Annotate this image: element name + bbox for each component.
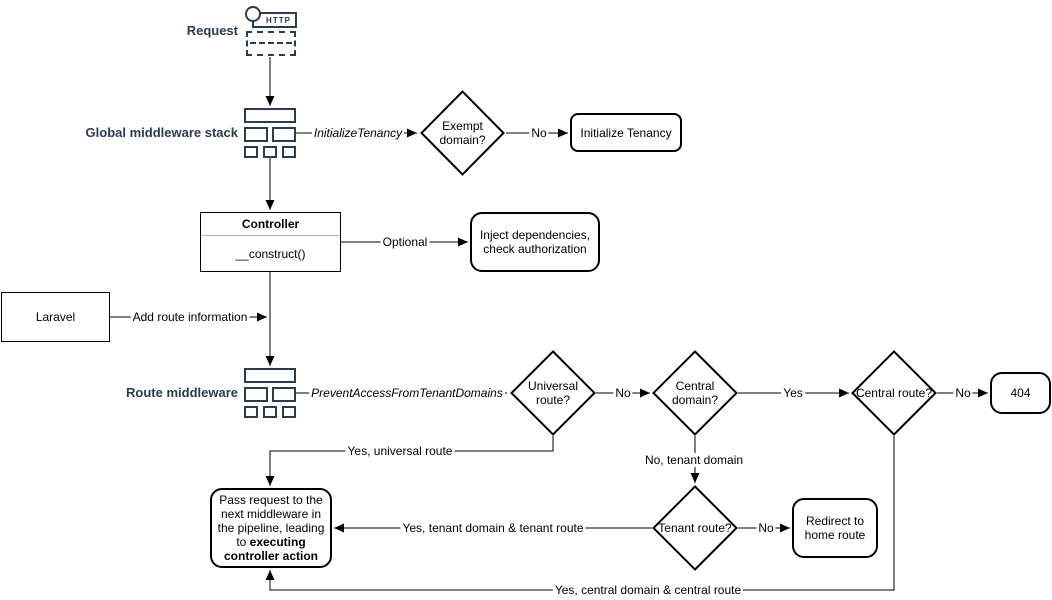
request-circle-glyph: [245, 6, 261, 22]
edge-label-tenant-yes: Yes, tenant domain & tenant route: [400, 521, 586, 535]
controller-title: Controller: [201, 213, 340, 236]
universal-route-decision: Universal route?: [510, 350, 596, 436]
pass-request-text: Pass request to the next middleware in t…: [217, 493, 325, 549]
central-route-text: Central route?: [855, 386, 933, 400]
central-domain-decision: Central domain?: [652, 350, 738, 436]
controller-method: __construct(): [235, 247, 306, 261]
controller-node: Controller __construct(): [200, 212, 341, 272]
edge-label-optional: Optional: [380, 235, 430, 249]
global-middleware-label: Global middleware stack: [85, 125, 238, 140]
edge-label-tenant-no: No: [756, 521, 776, 535]
request-label: Request: [186, 23, 238, 38]
redirect-home-node: Redirect to home route: [792, 498, 878, 558]
edge-label-prevent-access: PreventAccessFromTenantDomains: [309, 386, 505, 400]
exempt-domain-decision: Exempt domain?: [420, 90, 505, 176]
pass-request-node: Pass request to the next middleware in t…: [210, 488, 332, 568]
edge-label-universal-no: No: [613, 386, 633, 400]
edge-label-no-tenant-domain: No, tenant domain: [642, 453, 746, 467]
request-body-glyph: [246, 31, 296, 56]
central-route-decision: Central route?: [851, 350, 937, 436]
laravel-node: Laravel: [1, 292, 110, 342]
universal-route-text: Universal route?: [527, 379, 578, 407]
inject-dependencies-node: Inject dependencies, check authorization: [470, 212, 600, 272]
edge-label-central-route-yes: Yes, central domain & central route: [552, 583, 744, 597]
edge-label-universal-yes: Yes, universal route: [345, 444, 455, 458]
initialize-tenancy-node: Initialize Tenancy: [570, 113, 682, 152]
route-middleware-label: Route middleware: [126, 385, 238, 400]
pass-request-bold-text: executing controller action: [223, 535, 318, 563]
central-domain-text: Central domain?: [671, 379, 719, 407]
tenant-route-text: Tenant route?: [658, 521, 732, 535]
edge-label-initialize-tenancy: InitializeTenancy: [311, 126, 405, 140]
edge-label-add-route-information: Add route information: [130, 310, 250, 324]
exempt-domain-text: Exempt domain?: [439, 119, 486, 147]
edge-label-central-route-no: No: [953, 386, 973, 400]
404-node: 404: [990, 372, 1051, 414]
edge-label-central-domain-yes: Yes: [781, 386, 805, 400]
global-middleware-stack-icon: [244, 108, 296, 158]
route-middleware-stack-icon: [244, 368, 296, 418]
http-request-icon: HTTP: [245, 6, 297, 56]
tenant-route-decision: Tenant route?: [652, 485, 738, 571]
edge-label-exempt-no: No: [529, 126, 549, 140]
